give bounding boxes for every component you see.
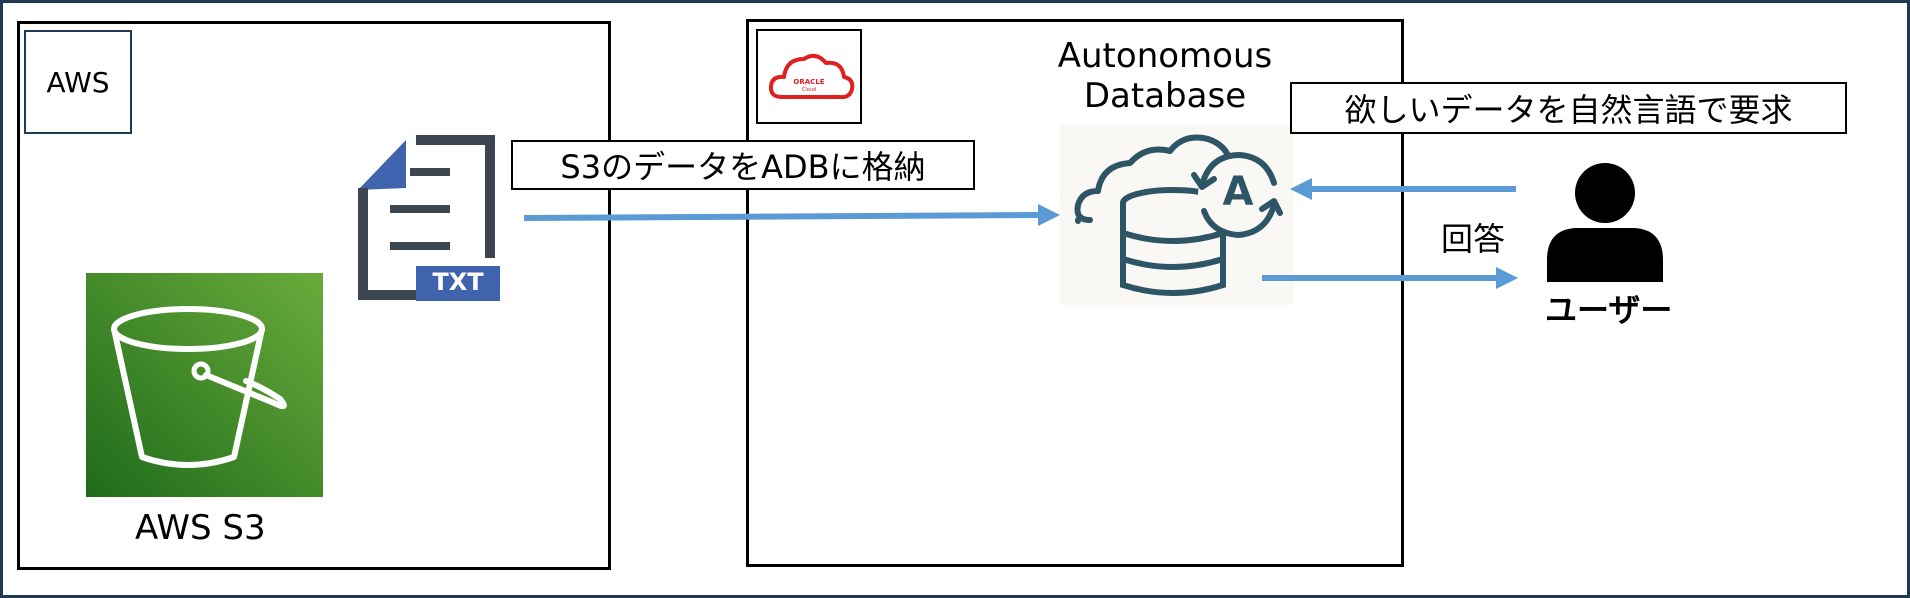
bucket-icon xyxy=(111,306,287,468)
oracle-cloud-icon xyxy=(768,53,855,100)
aws-tag: AWS xyxy=(24,30,132,134)
user-to-adb-arrow xyxy=(1290,178,1516,200)
adb-badge-letter: A xyxy=(1222,169,1254,215)
s3-to-adb-arrow xyxy=(523,204,1060,226)
aws-s3-label: AWS S3 xyxy=(135,508,266,548)
autonomous-database-icon: A xyxy=(1060,125,1293,305)
answer-label: 回答 xyxy=(1441,220,1506,258)
adb-label-line2: Database xyxy=(1083,76,1247,116)
adb-to-user-arrow xyxy=(1262,267,1518,289)
txt-badge-label: TXT xyxy=(432,268,484,296)
aws-s3-icon xyxy=(86,273,323,497)
s3-to-adb-callout: S3のデータをADBに格納 xyxy=(511,140,975,190)
user-label: ユーザー xyxy=(1545,291,1673,329)
user-request-callout: 欲しいデータを自然言語で要求 xyxy=(1290,82,1847,134)
user-icon xyxy=(1547,163,1663,282)
adb-label-line1: Autonomous xyxy=(1057,36,1273,76)
oracle-logo-subtext: Cloud xyxy=(801,87,817,93)
txt-file-icon: TXT xyxy=(358,135,503,305)
oracle-cloud-logo: ORACLE Cloud xyxy=(756,29,862,124)
oracle-logo-text: ORACLE xyxy=(793,78,825,86)
